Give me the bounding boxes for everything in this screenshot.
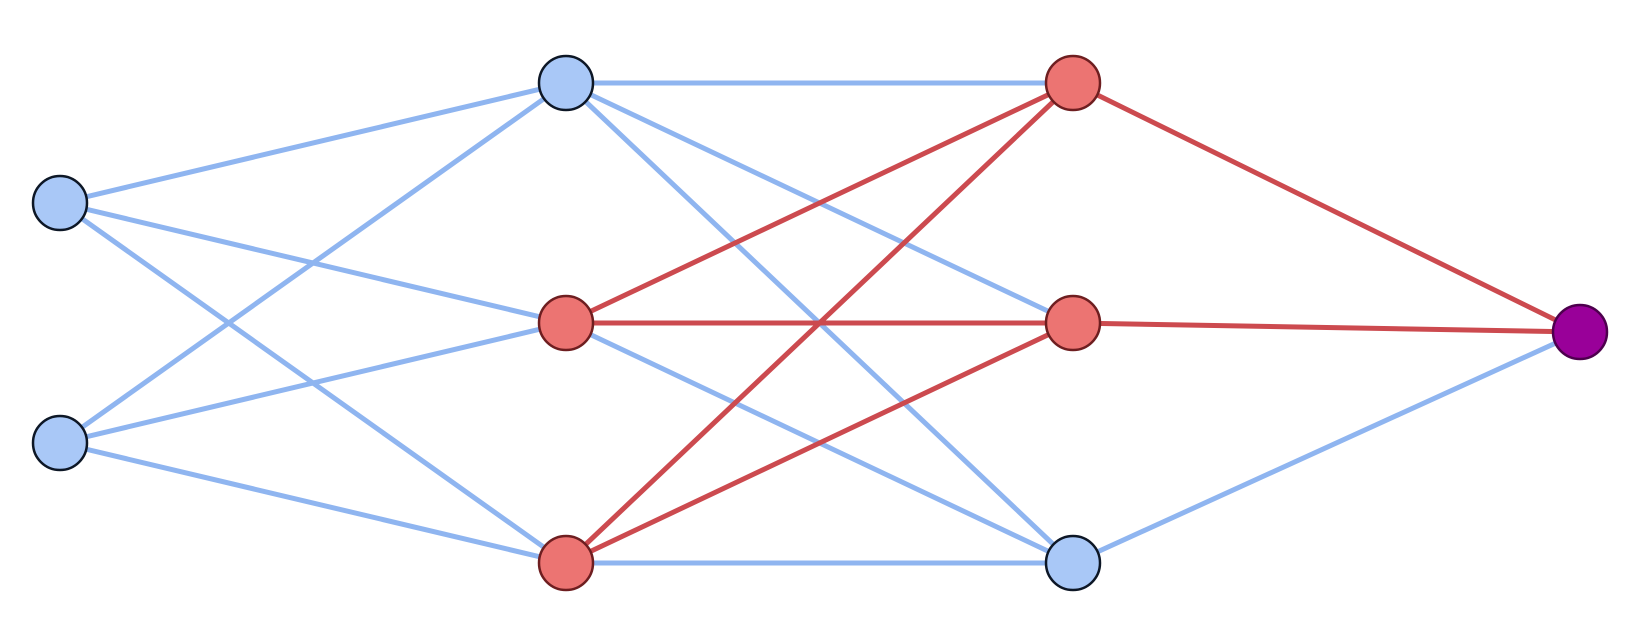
node-h1a xyxy=(537,54,595,112)
edge-h2c-o1 xyxy=(1070,329,1583,566)
node-h2c xyxy=(1044,534,1102,592)
edge-h2a-o1 xyxy=(1070,80,1583,335)
edge-h1b-h2a xyxy=(563,80,1076,326)
edge-i1-h1a xyxy=(57,80,569,206)
edge-i2-h1a xyxy=(57,80,569,446)
node-h1b xyxy=(537,294,595,352)
node-h2a xyxy=(1044,54,1102,112)
edge-i2-h1c xyxy=(57,440,569,566)
edge-layer xyxy=(57,80,1583,566)
node-i2 xyxy=(31,414,89,472)
edge-i2-h1b xyxy=(57,320,569,446)
node-i1 xyxy=(31,174,89,232)
node-h1c xyxy=(537,534,595,592)
edge-h2b-o1 xyxy=(1070,320,1583,335)
node-layer xyxy=(31,54,1609,592)
node-h2b xyxy=(1044,294,1102,352)
node-o1 xyxy=(1551,303,1609,361)
edge-h1c-h2b xyxy=(563,320,1076,566)
edge-h1c-h2a xyxy=(563,80,1076,566)
